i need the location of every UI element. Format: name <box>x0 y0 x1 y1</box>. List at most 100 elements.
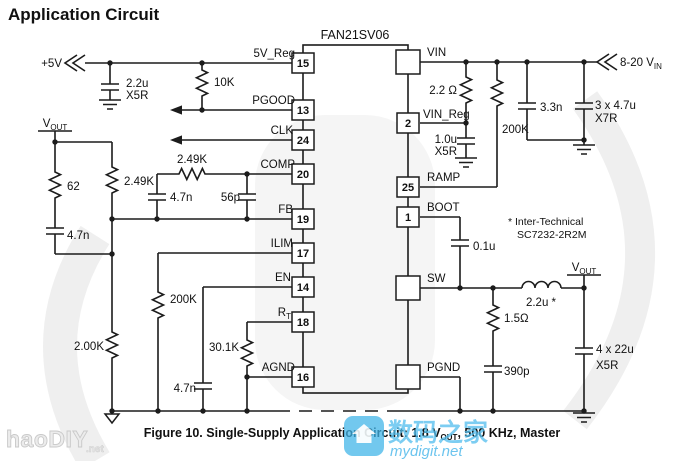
pin-24: 24 <box>297 135 310 147</box>
pin-label-sw: SW <box>427 273 446 285</box>
pin-label-ramp: RAMP <box>427 172 461 184</box>
cap-1.0u-value: 1.0u <box>435 134 457 146</box>
terminal-vout-left-label: VOUT <box>43 118 68 132</box>
cap-56p-value: 56p <box>221 192 240 204</box>
cap-390p-value: 390p <box>504 366 530 378</box>
res-2.2ohm-value: 2.2 Ω <box>429 85 457 97</box>
pin-19: 19 <box>297 214 309 226</box>
inductor-2.2u <box>521 280 562 289</box>
res-10k-value: 10K <box>214 77 235 89</box>
resistor-2.2ohm: 2.2 Ω <box>420 62 473 126</box>
pin-label-pgood: PGOOD <box>252 95 295 107</box>
res-2.00k-value: 2.00K <box>74 341 104 353</box>
resistor-200k-ramp: 200K <box>420 62 529 188</box>
capacitor-3.3n: 3.3n <box>517 62 584 141</box>
pin-label-vin: VIN <box>427 47 446 59</box>
watermark-mydigit: 数码之家 mydigit.net <box>344 416 488 460</box>
cap-2.2u-value: 2.2u <box>126 78 148 90</box>
wire-vin-rail <box>420 59 597 65</box>
feedback-divider: 62 2.49K 4.7n 2.00K <box>45 141 154 411</box>
inductor-value: 2.2u * <box>526 297 557 309</box>
note-line2: SC7232-2R2M <box>517 229 586 241</box>
cap-4x22u-value: 4 x 22u <box>596 344 634 356</box>
haodiy-logo-suffix: .net <box>86 444 104 455</box>
cap-2.2u-dielectric: X5R <box>126 90 148 102</box>
signal-clk <box>170 135 292 145</box>
background-watermark-shapes <box>43 91 655 461</box>
res-1.5ohm-value: 1.5Ω <box>504 313 529 325</box>
resistor-200k-ilim: 200K <box>151 252 292 411</box>
capacitor-3x4.7u: 3 x 4.7u X7R <box>572 62 636 155</box>
wire-sw-line: 2.2u * <box>420 280 587 309</box>
cap-3x4.7u-dielectric: X7R <box>595 113 617 125</box>
resistor-30.1k-rt: 30.1K <box>209 321 292 411</box>
cap-0.1u-value: 0.1u <box>473 241 495 253</box>
pin-label-clk: CLK <box>271 125 294 137</box>
mydigit-url-text: mydigit.net <box>390 443 463 460</box>
terminal-5v: +5V <box>41 54 86 72</box>
pin-label-agnd: AGND <box>262 362 295 374</box>
terminal-vout-left: VOUT <box>38 118 72 145</box>
cap-3.3n-value: 3.3n <box>540 102 562 114</box>
terminal-vout-right-label: VOUT <box>572 262 597 276</box>
pin-15: 15 <box>297 58 309 70</box>
ic-name: FAN21SV06 <box>321 28 390 42</box>
pad-sw <box>395 275 421 301</box>
capacitor-1.0u: 1.0u X5R <box>435 123 478 168</box>
pin-label-pgnd: PGND <box>427 362 460 374</box>
terminal-vout-right: VOUT <box>567 262 601 288</box>
pin-16: 16 <box>297 372 309 384</box>
capacitor-4x22u: 4 x 22u X5R <box>574 288 634 411</box>
pin-label-boot: BOOT <box>427 202 460 214</box>
compensation-network: 2.49K 4.7n 56p <box>147 154 292 219</box>
inductor-note: * Inter-Technical SC7232-2R2M <box>508 216 586 241</box>
cap-3x4.7u-value: 3 x 4.7u <box>595 100 636 112</box>
house-icon <box>352 424 376 443</box>
pin-25: 25 <box>402 182 414 194</box>
pin-label-comp: COMP <box>261 159 296 171</box>
pin-label-ilim: ILIM <box>271 238 293 250</box>
terminal-5v-label: +5V <box>41 58 62 70</box>
pin-18: 18 <box>297 317 309 329</box>
watermark-haodiy: haoDIY .net <box>6 426 105 456</box>
capacitor-0.1u-boot: 0.1u <box>420 216 495 288</box>
terminal-vin: 8-20 VIN <box>596 53 662 71</box>
pin-label-fb: FB <box>278 204 293 216</box>
pin-14: 14 <box>297 282 310 294</box>
pin-20: 20 <box>297 169 309 181</box>
res-30.1k-value: 30.1K <box>209 342 239 354</box>
res-2.49k-upper-value: 2.49K <box>124 176 154 188</box>
pin-17: 17 <box>297 248 309 260</box>
res-2.49k-comp-value: 2.49K <box>177 154 207 166</box>
terminal-vin-label: 8-20 VIN <box>620 57 662 71</box>
ground-triangle-symbol <box>103 413 121 425</box>
res-62-value: 62 <box>67 181 80 193</box>
cap-4.7n-en-value: 4.7n <box>174 383 196 395</box>
wire-5v-rail <box>85 60 292 66</box>
pin-2: 2 <box>405 118 411 130</box>
res-200k-ramp-value: 200K <box>502 124 529 136</box>
mydigit-cn-text: 数码之家 <box>388 418 488 447</box>
pin-label-en: EN <box>275 272 291 284</box>
note-line1: * Inter-Technical <box>508 216 583 228</box>
cap-1.0u-dielectric: X5R <box>435 146 457 158</box>
cap-4.7n-comp-value: 4.7n <box>170 192 192 204</box>
capacitor-2.2u-5v: 2.2u X5R <box>98 63 148 110</box>
pin-label-vin-reg: VIN_Reg <box>423 109 470 121</box>
pin-13: 13 <box>297 105 309 117</box>
res-200k-ilim-value: 200K <box>170 294 197 306</box>
wire-pgnd <box>420 376 461 411</box>
pin-1: 1 <box>405 212 411 224</box>
resistor-10k-pullup: 10K <box>195 63 235 110</box>
pad-vin <box>395 49 421 75</box>
snubber-network: 1.5Ω 390p <box>483 288 530 411</box>
pin-label-5v-reg: 5V_Reg <box>253 48 295 60</box>
page-title: Application Circuit <box>8 5 159 24</box>
capacitor-4.7n-en: 4.7n <box>174 286 292 411</box>
cap-4.7n-fb-value: 4.7n <box>67 230 89 242</box>
ic-fan21sv06: FAN21SV06 15 13 24 20 19 17 14 18 16 2 2… <box>252 28 470 394</box>
signal-pgood <box>170 105 292 115</box>
cap-4x22u-dielectric: X5R <box>596 360 618 372</box>
